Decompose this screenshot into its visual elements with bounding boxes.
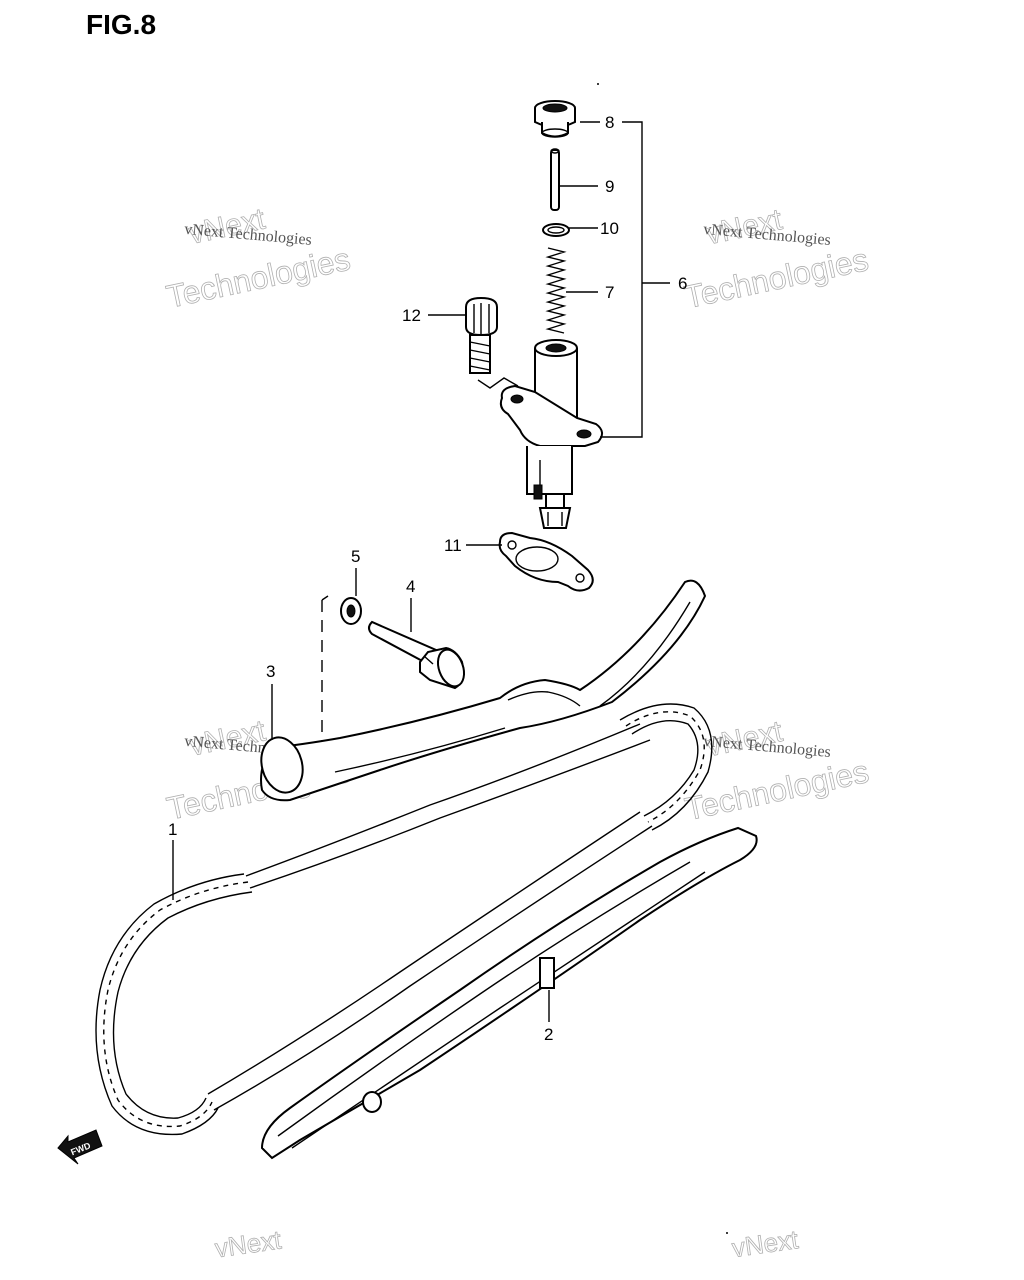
svg-text:vNext: vNext (213, 1224, 284, 1263)
part-11-gasket (498, 531, 594, 592)
part-12-bolt (465, 296, 498, 374)
callout-2: 2 (544, 1025, 553, 1044)
callout-12: 12 (402, 306, 421, 325)
callout-7: 7 (605, 283, 614, 302)
part-3-tensioner-guide (260, 579, 707, 802)
callout-4: 4 (406, 577, 415, 596)
svg-text:Technologies: Technologies (681, 241, 871, 315)
part-6-tensioner-body (477, 339, 603, 529)
callout-6: 6 (678, 274, 687, 293)
svg-text:Technologies: Technologies (163, 241, 353, 315)
part-5-washer (340, 597, 362, 625)
figure-title: FIG.8 (86, 9, 156, 40)
speck (726, 1232, 728, 1234)
part-9-rod (550, 148, 560, 211)
callout-3: 3 (266, 662, 275, 681)
watermark-top-right: vNext Technologies (681, 203, 872, 316)
leader-lines (172, 121, 670, 1022)
watermark-top-left: vNext Technologies (163, 202, 354, 315)
part-8-cap-bolt (534, 100, 576, 138)
part-4-pivot-bolt (368, 620, 466, 690)
callout-11: 11 (444, 536, 462, 555)
callout-5: 5 (351, 547, 360, 566)
callout-8: 8 (605, 113, 614, 132)
part-10-o-ring (542, 223, 570, 237)
fwd-arrow-icon: FWD (57, 1129, 103, 1165)
watermark-bottom-left: vNext (213, 1224, 285, 1264)
callout-9: 9 (605, 177, 614, 196)
watermark-bottom-right: vNext (730, 1224, 802, 1264)
speck (597, 83, 599, 85)
svg-text:vNext: vNext (730, 1224, 801, 1263)
part-7-spring (545, 247, 567, 334)
watermark-mid-right: vNext Technologies (681, 715, 872, 828)
callout-1: 1 (168, 820, 177, 839)
part-1-cam-chain (95, 703, 713, 1136)
callout-10: 10 (600, 219, 619, 238)
part-2-chain-guide (260, 826, 758, 1160)
